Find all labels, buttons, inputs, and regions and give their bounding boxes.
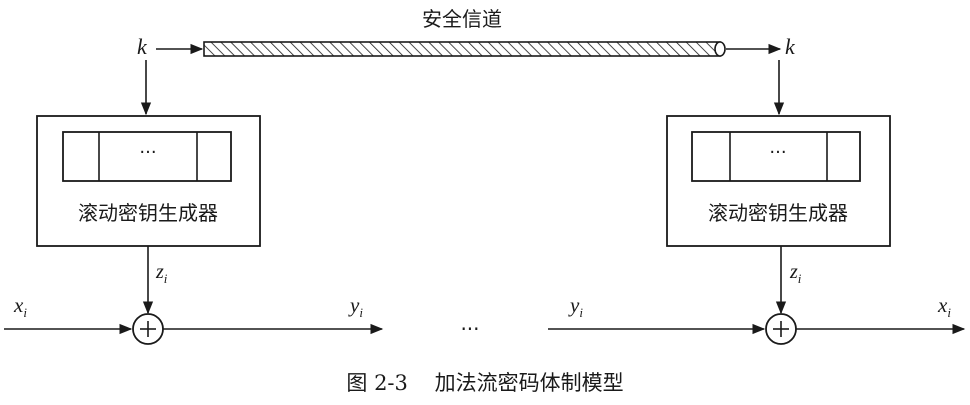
left-keystream-label: zi <box>155 261 168 286</box>
left-ciphertext-label: yi <box>348 293 363 320</box>
right-shift-register <box>691 131 861 182</box>
left-plaintext-label: xi <box>13 293 27 320</box>
secure-channel-label: 安全信道 <box>422 7 502 31</box>
left-xor-adder <box>132 313 164 345</box>
left-register-dots: ··· <box>139 142 156 163</box>
figure-caption: 图 2-3 加法流密码体制模型 <box>346 371 623 395</box>
left-shift-register <box>62 131 232 182</box>
right-generator-label: 滚动密钥生成器 <box>708 201 848 225</box>
left-key-label: k <box>137 34 148 59</box>
right-keystream-generator: ··· 滚动密钥生成器 <box>666 115 891 247</box>
right-plaintext-label: xi <box>937 293 951 320</box>
secure-channel-pipe <box>203 41 726 57</box>
right-key-label: k <box>785 34 796 59</box>
right-register-dots: ··· <box>769 142 786 163</box>
right-ciphertext-label: yi <box>568 293 583 320</box>
channel-ellipsis: ··· <box>460 317 479 341</box>
left-generator-label: 滚动密钥生成器 <box>78 201 218 225</box>
right-xor-adder <box>765 313 797 345</box>
left-keystream-generator: ··· 滚动密钥生成器 <box>36 115 261 247</box>
right-keystream-label: zi <box>789 261 802 286</box>
